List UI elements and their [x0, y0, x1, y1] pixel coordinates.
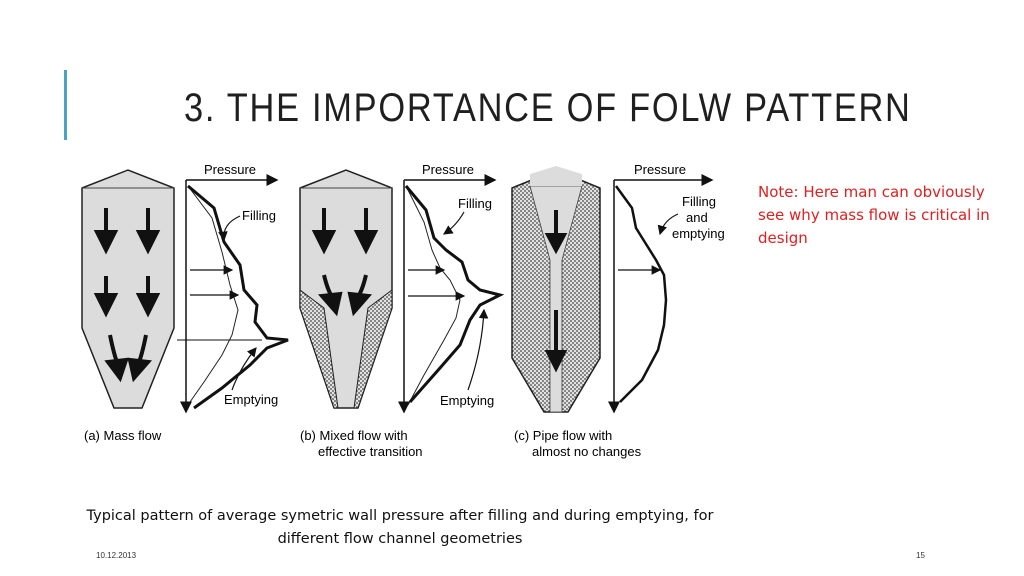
- panel-b-pressure-label: Pressure: [422, 162, 474, 177]
- red-note: Note: Here man can obviously see why mas…: [758, 183, 990, 247]
- panel-a-pressure-label: Pressure: [204, 162, 256, 177]
- caption-line-2: different flow channel geometries: [277, 531, 523, 547]
- pipe-flow-arrows: [544, 210, 568, 373]
- panel-a-mass-flow: Pressure Filling Emptying (a) Mass flow: [81, 162, 289, 443]
- silo-a: [81, 169, 175, 409]
- slide-page-number: 15: [916, 551, 925, 560]
- slide-title: 3. THE IMPORTANCE OF FOLW PATTERN: [184, 86, 912, 130]
- panel-b-caption-line1: (b) Mixed flow with: [300, 428, 408, 443]
- panel-c-pipe-flow: Pressure Filling and emptying (c) Pipe f…: [511, 162, 725, 459]
- panel-b-filling-label: Filling: [458, 196, 492, 211]
- mass-flow-arrows: [93, 208, 161, 383]
- flow-pattern-figure: Pressure Filling Emptying (a) Mass flow …: [81, 162, 725, 459]
- panel-c-label-line2: and: [686, 210, 708, 225]
- panel-c-label-line3: emptying: [672, 226, 725, 241]
- panel-b-emptying-label: Emptying: [440, 393, 494, 408]
- panel-c-caption-line2: almost no changes: [532, 444, 642, 459]
- silo-b: [299, 169, 393, 409]
- panel-a-emptying-label: Emptying: [224, 392, 278, 407]
- slide-date: 10.12.2013: [96, 551, 137, 560]
- panel-b-caption-line2: effective transition: [318, 444, 423, 459]
- panel-c-label-line1: Filling: [682, 194, 716, 209]
- figure-caption: Typical pattern of average symetric wall…: [40, 505, 760, 551]
- caption-line-1: Typical pattern of average symetric wall…: [86, 508, 714, 524]
- panel-a-caption: (a) Mass flow: [84, 428, 162, 443]
- panel-c-caption-line1: (c) Pipe flow with: [514, 428, 612, 443]
- mixed-flow-arrows: [311, 208, 379, 317]
- panel-c-pressure-label: Pressure: [634, 162, 686, 177]
- panel-b-mixed-flow: Pressure Filling Emptying (b) Mixed flow…: [299, 162, 505, 459]
- title-accent-bar: [64, 70, 67, 140]
- panel-a-filling-label: Filling: [242, 208, 276, 223]
